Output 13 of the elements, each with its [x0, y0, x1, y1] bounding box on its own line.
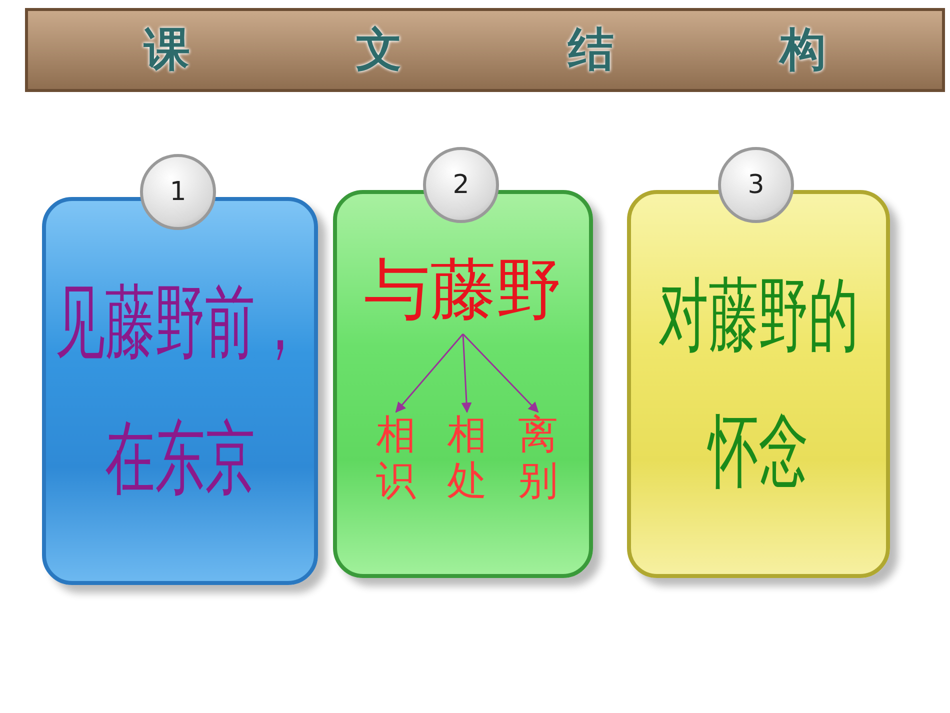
number-circle: 3	[718, 147, 794, 223]
card-text: 见藤野前，在东京	[54, 274, 306, 507]
number-circle: 1	[140, 154, 216, 230]
arrow	[395, 334, 464, 413]
card-text: 对藤野的怀念	[658, 268, 860, 500]
title: 课 文 结 构	[144, 21, 826, 78]
sub-topic: 离别	[517, 412, 559, 504]
arrow	[462, 333, 539, 413]
arrow	[461, 334, 472, 414]
sub-topic: 相识	[375, 412, 417, 504]
sub-topic: 相处	[446, 412, 488, 504]
number-circle: 2	[423, 147, 499, 223]
heading-text: 与藤野	[347, 254, 579, 334]
